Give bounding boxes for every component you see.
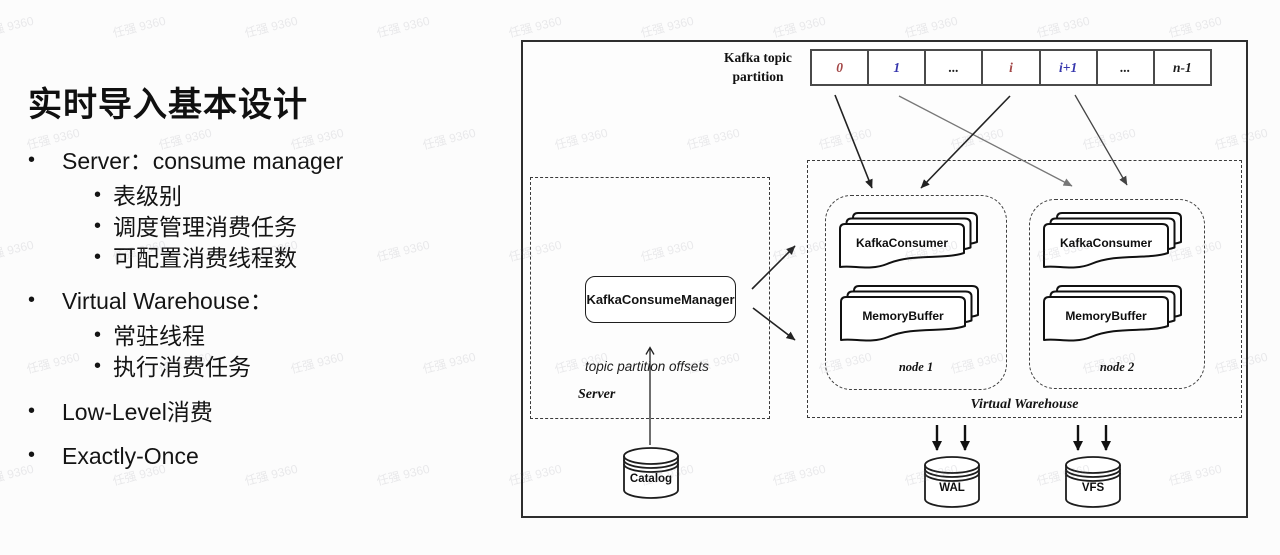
- watermark-text: 任强 9360: [243, 13, 300, 41]
- partition-cell-n1: n-1: [1173, 59, 1192, 75]
- bullet-icon: •: [94, 246, 102, 268]
- architecture-diagram: Kafka topic partition 0 1 ... i i+1 ... …: [521, 40, 1248, 518]
- partition-cell-i1: i+1: [1041, 51, 1098, 84]
- database-icon: [623, 447, 679, 499]
- document-stack-icon: [839, 212, 978, 269]
- bullet-low-level-label: Low-Level消费: [62, 399, 213, 425]
- node1-memory-buffer-label: MemoryBuffer: [862, 309, 944, 323]
- catalog-label: Catalog: [629, 473, 673, 485]
- bullet-resident-thread: • 常驻线程: [94, 321, 498, 352]
- node1-memory-buffer-stack: MemoryBuffer: [840, 284, 980, 344]
- watermark-text: 任强 9360: [0, 13, 36, 41]
- watermark-text: 任强 9360: [1035, 13, 1092, 41]
- database-icon: [924, 456, 980, 508]
- bullet-exec-task-label: 执行消费任务: [113, 354, 251, 380]
- partition-cell-0: 0: [812, 51, 870, 84]
- wal-label: WAL: [939, 482, 965, 494]
- bullet-table-level: • 表级别: [94, 181, 498, 212]
- node-2-container: [1029, 199, 1205, 389]
- bullet-icon: •: [94, 184, 102, 206]
- node2-memory-buffer-stack: MemoryBuffer: [1043, 284, 1183, 344]
- watermark-text: 任强 9360: [111, 13, 168, 41]
- virtual-warehouse-label: Virtual Warehouse: [970, 397, 1079, 412]
- wal-store: WAL: [923, 455, 981, 509]
- partition-cell-i: i: [983, 51, 1041, 84]
- node-1-label: node 1: [898, 360, 934, 374]
- topic-partition-offsets-label: topic partition offsets: [585, 359, 709, 374]
- bullet-virtual-warehouse-label: Virtual Warehouse：: [62, 288, 273, 314]
- bullet-exactly-once: • Exactly-Once: [28, 441, 498, 472]
- watermark-text: 任强 9360: [375, 13, 432, 41]
- page-title: 实时导入基本设计: [28, 86, 308, 124]
- vfs-label: VFS: [1081, 482, 1105, 494]
- watermark-text: 任强 9360: [771, 13, 828, 41]
- node-1-container: [825, 195, 1007, 390]
- node2-kafka-consumer-label: KafkaConsumer: [1059, 236, 1153, 250]
- partition-cell-ellipsis-1: ...: [926, 51, 984, 84]
- vfs-store: VFS: [1064, 455, 1122, 509]
- node1-kafka-consumer-stack: KafkaConsumer: [839, 211, 979, 271]
- bullet-icon: •: [28, 400, 36, 422]
- bullet-icon: •: [28, 444, 36, 466]
- bullet-icon: •: [28, 289, 36, 311]
- document-stack-icon: [1043, 285, 1182, 342]
- bullet-server-label: Server：consume manager: [62, 148, 344, 174]
- left-text-panel: 实时导入基本设计 • Server：consume manager • 表级别 …: [28, 84, 498, 472]
- kafka-partition-table: 0 1 ... i i+1 ... n-1: [810, 49, 1212, 86]
- bullet-icon: •: [94, 355, 102, 377]
- node2-memory-buffer-label: MemoryBuffer: [1065, 309, 1147, 323]
- database-icon: [1065, 456, 1121, 508]
- document-stack-icon: [1043, 212, 1182, 269]
- bullet-resident-thread-label: 常驻线程: [113, 323, 205, 349]
- partition-cell-ellipsis-2: ...: [1098, 51, 1155, 84]
- bullet-table-level-label: 表级别: [113, 183, 182, 209]
- bullet-schedule: • 调度管理消费任务: [94, 212, 498, 243]
- watermark-text: 任强 9360: [639, 13, 696, 41]
- bullet-exec-task: • 执行消费任务: [94, 352, 498, 383]
- bullet-low-level: • Low-Level消费: [28, 397, 498, 428]
- watermark-text: 任强 9360: [507, 13, 564, 41]
- catalog-store: Catalog: [622, 446, 680, 500]
- bullet-server: • Server：consume manager: [28, 146, 498, 177]
- bullet-threads: • 可配置消费线程数: [94, 243, 498, 274]
- bullet-schedule-label: 调度管理消费任务: [113, 214, 297, 240]
- bullet-icon: •: [94, 215, 102, 237]
- node-2-label: node 2: [1099, 360, 1135, 374]
- node1-kafka-consumer-label: KafkaConsumer: [855, 236, 949, 250]
- kafka-consume-manager-box: KafkaConsumeManager: [585, 276, 736, 323]
- kafka-topic-partition-label: Kafka topic partition: [724, 50, 792, 84]
- server-label: Server: [578, 387, 616, 402]
- bullet-threads-label: 可配置消费线程数: [113, 245, 297, 271]
- watermark-text: 任强 9360: [903, 13, 960, 41]
- document-stack-icon: [840, 285, 979, 342]
- bullet-exactly-once-label: Exactly-Once: [62, 443, 199, 469]
- bullet-icon: •: [94, 324, 102, 346]
- bullet-virtual-warehouse: • Virtual Warehouse：: [28, 286, 498, 317]
- partition-cell-1: 1: [869, 51, 927, 84]
- bullet-icon: •: [28, 149, 36, 171]
- node2-kafka-consumer-stack: KafkaConsumer: [1043, 211, 1183, 271]
- watermark-text: 任强 9360: [1167, 13, 1224, 41]
